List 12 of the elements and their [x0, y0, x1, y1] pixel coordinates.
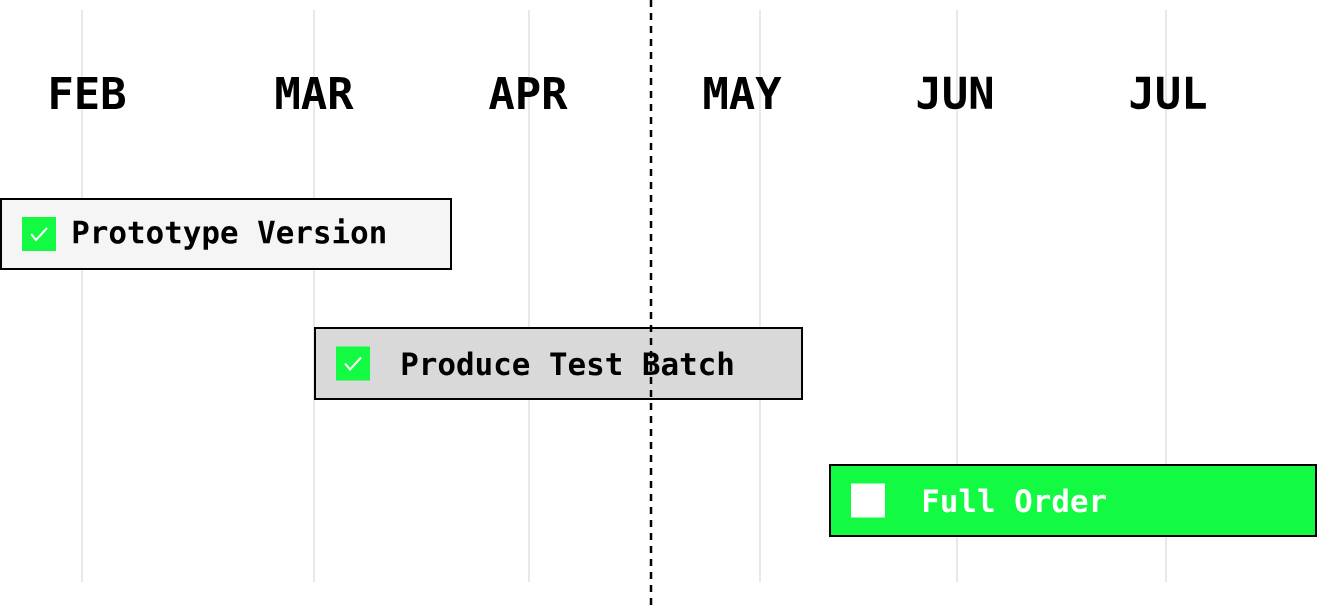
task-bar: [829, 464, 1317, 537]
month-label: JUL: [1130, 76, 1206, 110]
month-label: MAY: [704, 77, 782, 109]
month-label: APR: [489, 77, 568, 109]
task-label: Full Order: [923, 488, 1106, 513]
month-label: JUN: [917, 76, 992, 110]
task-label: Prototype Version: [73, 218, 385, 250]
task-bar: [0, 198, 452, 270]
month-label: MAR: [276, 77, 354, 109]
task-label: Produce Test Batch: [402, 351, 733, 376]
task-bar: [314, 327, 803, 400]
month-label: FEB: [51, 77, 125, 109]
